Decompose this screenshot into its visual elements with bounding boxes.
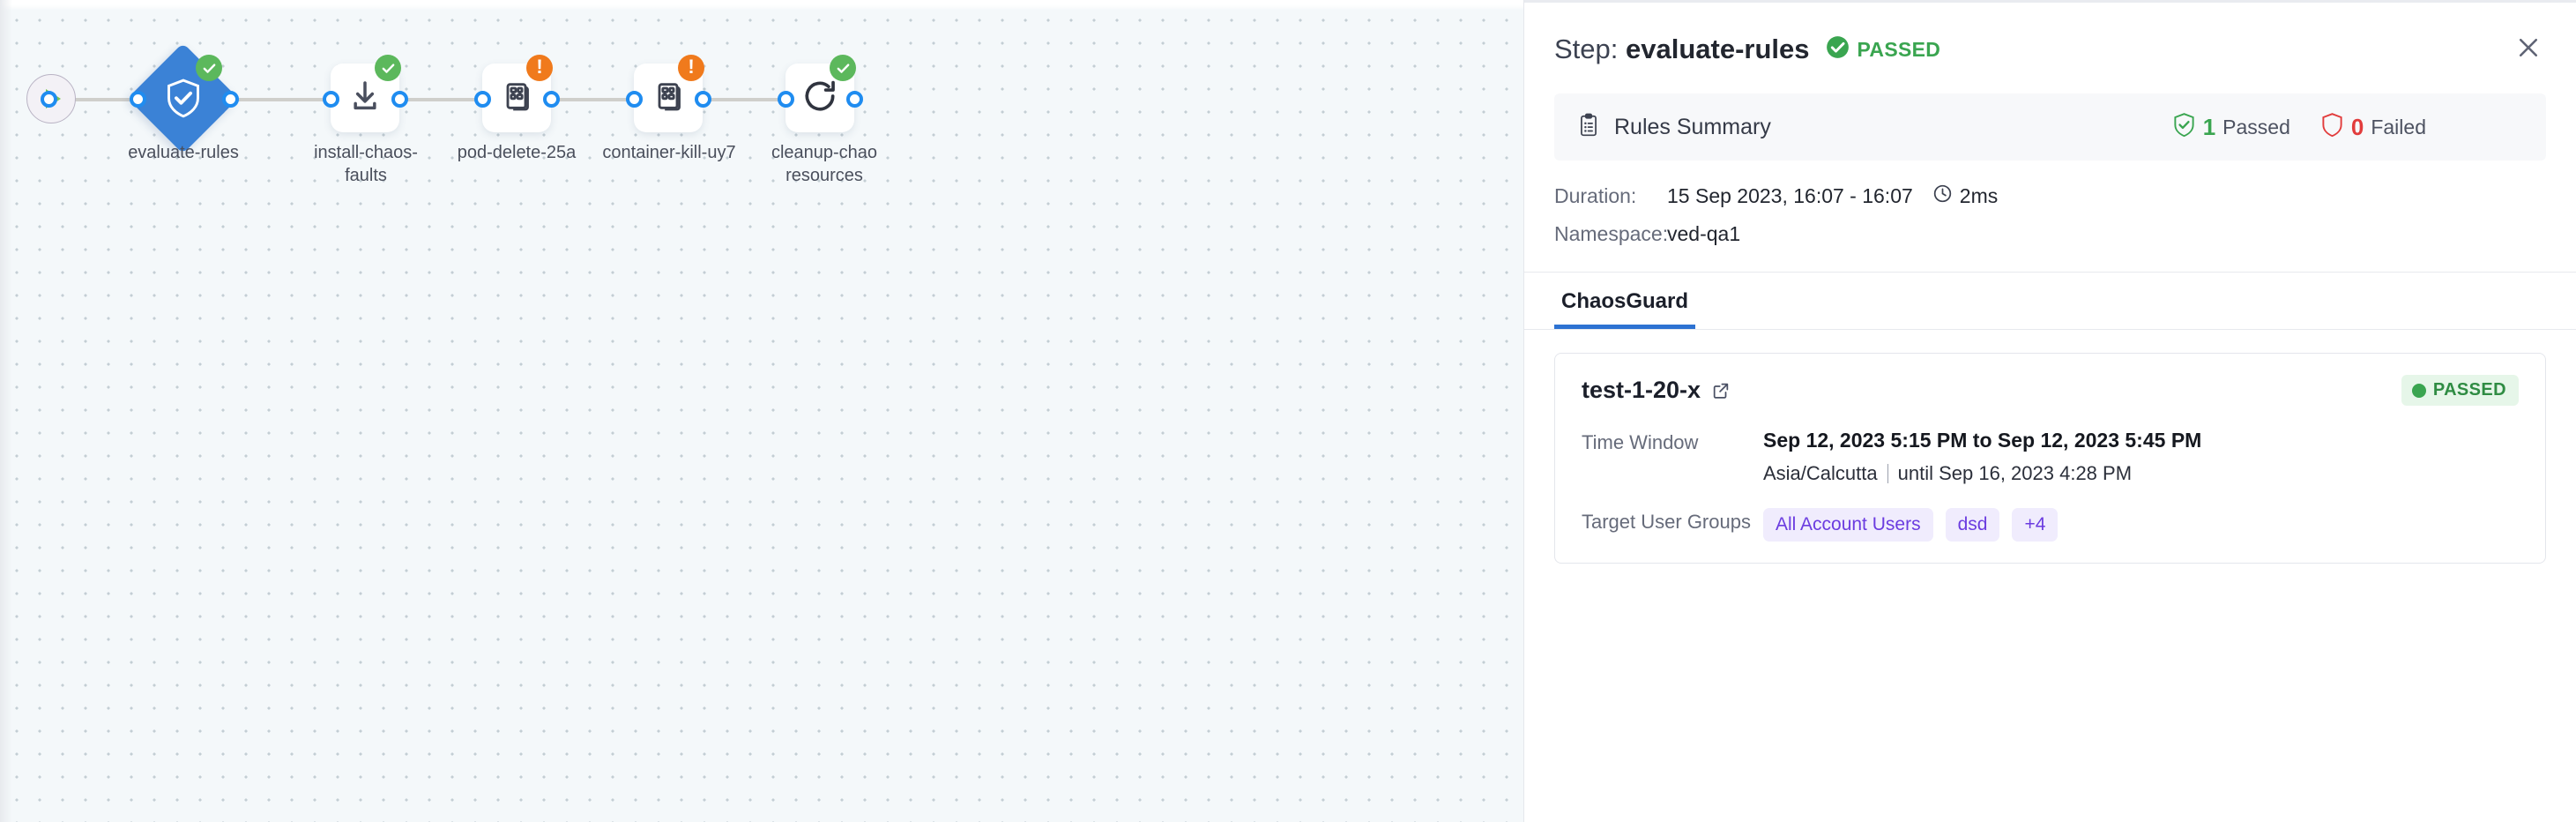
clipboard-icon xyxy=(1577,113,1600,142)
page-title: Step: evaluate-rules xyxy=(1554,34,1810,65)
until-value: until Sep 16, 2023 4:28 PM xyxy=(1897,462,2133,484)
rules-passed-count: 1 xyxy=(2202,113,2216,140)
duration-elapsed: 2ms xyxy=(1959,184,1999,207)
time-window-subline: Asia/Calcutta until Sep 16, 2023 4:28 PM xyxy=(1763,462,2201,485)
step-meta: Duration: 15 Sep 2023, 16:07 - 16:07 2ms… xyxy=(1524,161,2576,259)
port-containerkill-out[interactable] xyxy=(695,91,711,108)
duration-elapsed-group: 2ms xyxy=(1932,183,1998,209)
card-status-label: PASSED xyxy=(2432,380,2506,400)
status-badge: PASSED xyxy=(1826,35,1941,64)
port-install-out[interactable] xyxy=(391,91,408,108)
status-badge-label: PASSED xyxy=(1857,37,1941,61)
status-dot-icon xyxy=(2411,383,2426,398)
port-containerkill-in[interactable] xyxy=(626,91,643,108)
rules-summary-title-group: Rules Summary xyxy=(1577,113,1771,142)
edge-start-to-evaluate xyxy=(71,98,154,101)
target-user-groups-row: Target User Groups All Account Users dsd… xyxy=(1582,508,2519,542)
rules-failed-label: Failed xyxy=(2371,115,2426,138)
card-status-badge: PASSED xyxy=(2401,375,2519,406)
port-cleanup-out[interactable] xyxy=(846,91,863,108)
edge-poddelete-to-containerkill xyxy=(525,98,655,101)
status-badge-success-cleanup-chaos-resources xyxy=(830,55,856,81)
duration-value: 15 Sep 2023, 16:07 - 16:07 xyxy=(1667,184,1913,207)
rules-summary-title: Rules Summary xyxy=(1614,114,1771,139)
timezone-value: Asia/Calcutta xyxy=(1763,462,1878,484)
chaosguard-rule-card: test-1-20-x PASSED Time Window Sep 12, 2… xyxy=(1554,353,2546,564)
rules-summary-box: Rules Summary 1 Passed xyxy=(1554,93,2546,161)
edge-evaluate-to-install xyxy=(220,98,353,101)
port-poddelete-in[interactable] xyxy=(474,91,491,108)
target-user-groups-tags: All Account Users dsd +4 xyxy=(1763,508,2059,542)
tag-item[interactable]: dsd xyxy=(1945,508,2000,542)
status-badge-success-install-chaos-faults xyxy=(375,55,401,81)
external-link-icon[interactable] xyxy=(1711,381,1731,400)
close-icon xyxy=(2515,34,2542,65)
time-window-row: Time Window Sep 12, 2023 5:15 PM to Sep … xyxy=(1582,429,2519,485)
edge-containerkill-to-cleanup xyxy=(676,98,807,101)
port-evaluate-rules-in[interactable] xyxy=(130,91,146,108)
rules-failed-stat: 0 Failed xyxy=(2320,112,2426,143)
status-badge-warning-container-kill-uy7: ! xyxy=(678,55,704,81)
tag-overflow-count[interactable]: +4 xyxy=(2012,508,2059,542)
canvas-left-fade xyxy=(0,0,12,822)
panel-title-prefix: Step: xyxy=(1554,34,1626,64)
card-title: test-1-20-x xyxy=(1582,377,1701,403)
rules-failed-count: 0 xyxy=(2350,113,2364,140)
node-label-container-kill-uy7: container-kill-uy7 xyxy=(602,143,736,162)
port-install-in[interactable] xyxy=(323,91,339,108)
tag-item[interactable]: All Account Users xyxy=(1763,508,1933,542)
rules-passed-label: Passed xyxy=(2222,115,2290,138)
step-details-panel: Step: evaluate-rules PASSED xyxy=(1523,0,2576,822)
node-label-pod-delete-25a: pod-delete-25a xyxy=(457,143,577,162)
status-badge-success-evaluate-rules xyxy=(196,55,222,81)
clock-icon xyxy=(1932,183,1953,209)
tab-chaosguard[interactable]: ChaosGuard xyxy=(1554,289,1696,329)
card-header: test-1-20-x PASSED xyxy=(1582,375,2519,406)
node-label-cleanup-chaos-resources: cleanup-chao resources xyxy=(771,143,878,185)
duration-label: Duration: xyxy=(1554,184,1637,207)
time-window-values: Sep 12, 2023 5:15 PM to Sep 12, 2023 5:4… xyxy=(1763,429,2201,485)
rules-passed-stat: 1 Passed xyxy=(2172,112,2290,143)
divider xyxy=(1887,464,1888,483)
shield-check-icon xyxy=(132,48,234,149)
panel-title-step-name: evaluate-rules xyxy=(1626,34,1810,64)
port-poddelete-out[interactable] xyxy=(543,91,560,108)
panel-top-divider xyxy=(1524,0,2576,3)
namespace-row: Namespace: ved-qa1 xyxy=(1554,222,2546,246)
node-container-kill-uy7[interactable] xyxy=(634,64,703,132)
port-evaluate-rules-out[interactable] xyxy=(222,91,239,108)
shield-icon xyxy=(2320,112,2344,143)
target-user-groups-label: Target User Groups xyxy=(1582,511,1751,533)
chaos-experiment-icon xyxy=(651,78,686,118)
namespace-value: ved-qa1 xyxy=(1667,222,1741,245)
pipeline-canvas[interactable]: evaluate-rules install-chaos- faults xyxy=(0,0,1523,822)
rules-summary-stats: 1 Passed 0 Failed xyxy=(2172,112,2523,143)
duration-value-group: 15 Sep 2023, 16:07 - 16:07 2ms xyxy=(1667,183,1998,209)
port-start-out[interactable] xyxy=(41,91,57,108)
time-window-label: Time Window xyxy=(1582,431,1699,453)
node-label-evaluate-rules: evaluate-rules xyxy=(128,143,239,162)
panel-tabs: ChaosGuard xyxy=(1524,272,2576,330)
chaos-experiment-icon xyxy=(499,78,534,118)
exclamation-icon: ! xyxy=(536,56,543,78)
time-window-value: Sep 12, 2023 5:15 PM to Sep 12, 2023 5:4… xyxy=(1763,429,2202,452)
node-label-install-chaos-faults: install-chaos- faults xyxy=(314,143,418,185)
close-button[interactable] xyxy=(2511,32,2546,67)
shield-check-icon xyxy=(2172,112,2196,143)
status-badge-warning-pod-delete-25a: ! xyxy=(526,55,553,81)
node-evaluate-rules[interactable] xyxy=(127,42,239,154)
panel-header: Step: evaluate-rules PASSED xyxy=(1524,3,2576,71)
duration-row: Duration: 15 Sep 2023, 16:07 - 16:07 2ms xyxy=(1554,183,2546,209)
namespace-label: Namespace: xyxy=(1554,222,1669,245)
check-circle-icon xyxy=(1826,35,1850,64)
refresh-icon xyxy=(800,77,839,120)
exclamation-icon: ! xyxy=(688,56,695,78)
download-icon xyxy=(347,78,383,118)
port-cleanup-in[interactable] xyxy=(778,91,794,108)
edge-install-to-poddelete xyxy=(373,98,503,101)
canvas-top-fade xyxy=(0,0,1523,11)
